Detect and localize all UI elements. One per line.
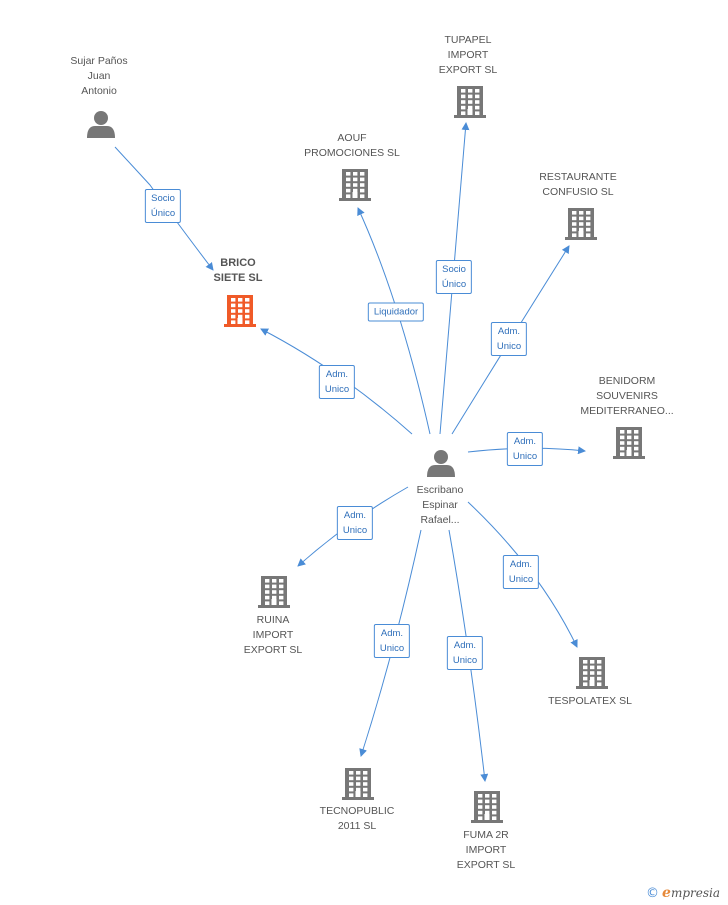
node-label-tespolatex[interactable]: TESPOLATEX SL bbox=[548, 695, 632, 707]
edge-label-esc-aouf[interactable]: Liquidador bbox=[367, 302, 425, 322]
node-label-fuma[interactable]: FUMA 2R IMPORT EXPORT SL bbox=[456, 829, 516, 871]
edge-label-sujar-brico[interactable]: Socio Único bbox=[144, 189, 182, 223]
building-icon-restaurante[interactable] bbox=[565, 208, 597, 240]
node-label-benidorm[interactable]: BENIDORM SOUVENIRS MEDITERRANEO... bbox=[580, 375, 674, 417]
node-label-tupapel[interactable]: TUPAPEL IMPORT EXPORT SL bbox=[438, 34, 498, 76]
brand-name: mpresia bbox=[670, 886, 720, 900]
building-icon-tupapel[interactable] bbox=[454, 86, 486, 118]
brand-initial: e bbox=[662, 885, 671, 901]
edge-label-esc-restaurante[interactable]: Adm. Unico bbox=[490, 322, 528, 356]
person-icon-escribano[interactable] bbox=[427, 450, 455, 477]
building-icon-tespolatex[interactable] bbox=[576, 657, 608, 689]
edge-label-esc-tupapel[interactable]: Socio Único bbox=[435, 260, 473, 294]
node-label-escribano[interactable]: Escribano Espinar Rafael... bbox=[416, 484, 464, 526]
empresia-watermark: ©empresia bbox=[646, 885, 720, 901]
node-label-tecnopublic[interactable]: TECNOPUBLIC 2011 SL bbox=[319, 805, 395, 832]
node-label-ruina[interactable]: RUINA IMPORT EXPORT SL bbox=[243, 614, 303, 656]
copyright-symbol: © bbox=[646, 886, 660, 901]
edge-label-esc-ruina[interactable]: Adm. Unico bbox=[336, 506, 374, 540]
building-icon-fuma[interactable] bbox=[471, 791, 503, 823]
building-icon-ruina[interactable] bbox=[258, 576, 290, 608]
edge-label-esc-fuma[interactable]: Adm. Unico bbox=[446, 636, 484, 670]
edge-label-esc-brico[interactable]: Adm. Unico bbox=[318, 365, 356, 399]
building-icon-benidorm[interactable] bbox=[613, 427, 645, 459]
edge-label-esc-tecnopublic[interactable]: Adm. Unico bbox=[373, 624, 411, 658]
person-icon-sujar[interactable] bbox=[87, 111, 115, 138]
building-icon-tecnopublic[interactable] bbox=[342, 768, 374, 800]
node-label-aouf[interactable]: AOUF PROMOCIONES SL bbox=[304, 132, 400, 159]
node-label-sujar[interactable]: Sujar Paños Juan Antonio bbox=[70, 55, 128, 97]
node-label-restaurante[interactable]: RESTAURANTE CONFUSIO SL bbox=[539, 171, 617, 198]
node-label-brico[interactable]: BRICO SIETE SL bbox=[213, 257, 263, 284]
edge-label-esc-tespolatex[interactable]: Adm. Unico bbox=[502, 555, 540, 589]
building-icon-brico[interactable] bbox=[224, 295, 256, 327]
edge-label-esc-benidorm[interactable]: Adm. Unico bbox=[506, 432, 544, 466]
building-icon-aouf[interactable] bbox=[339, 169, 371, 201]
